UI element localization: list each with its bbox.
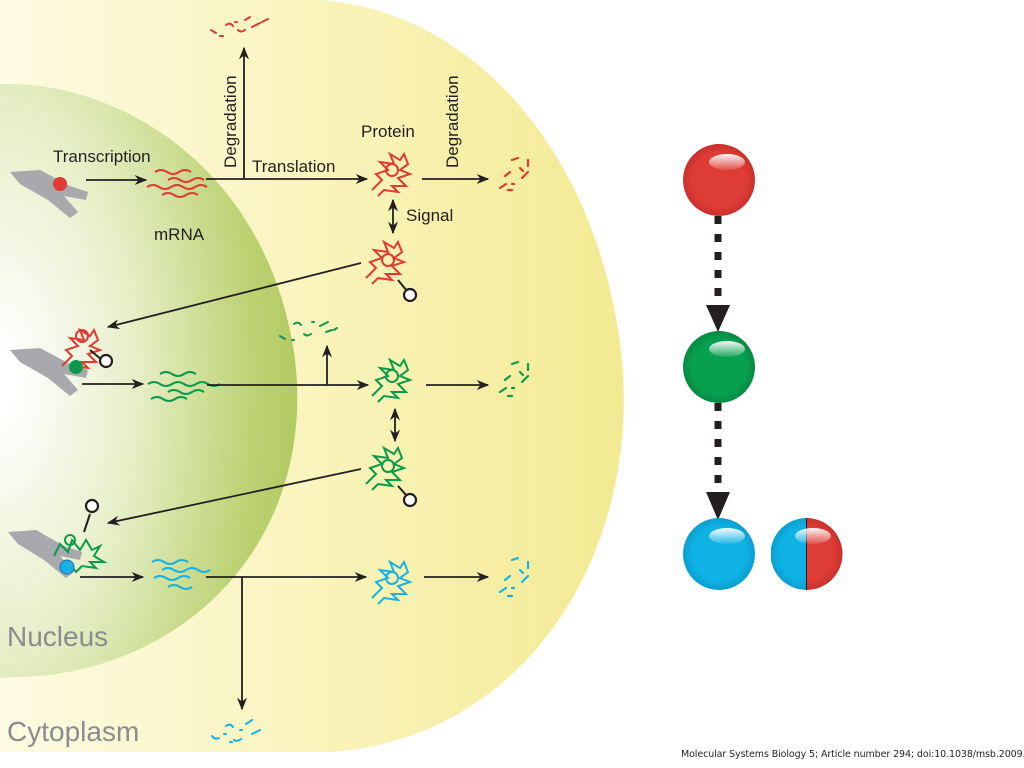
protein-red xyxy=(371,151,413,197)
edge-red-to-green xyxy=(706,216,730,332)
node-green xyxy=(683,331,755,403)
citation: Molecular Systems Biology 5; Article num… xyxy=(681,749,1024,760)
edge-green-to-blue xyxy=(706,403,730,520)
gene-locus-green xyxy=(69,360,83,374)
mrna-blue xyxy=(151,559,211,590)
degraded-protein-green xyxy=(498,360,530,398)
cytoplasm-label: Cytoplasm xyxy=(7,716,139,747)
node-red xyxy=(683,144,755,216)
transcription-label: Transcription xyxy=(53,147,151,166)
gene-locus-red xyxy=(53,177,67,191)
signaled-protein-green xyxy=(365,445,418,508)
bound-protein-red xyxy=(61,327,114,370)
mrna-green xyxy=(147,371,221,402)
chromosome-red-gene xyxy=(10,170,88,218)
protein-label: Protein xyxy=(361,122,415,141)
degraded-mrna-blue xyxy=(211,719,261,743)
gene-locus-blue xyxy=(59,559,75,575)
node-highlight xyxy=(709,154,745,170)
mrna-red xyxy=(146,169,208,198)
degraded-mrna-green xyxy=(279,321,338,341)
degraded-mrna-red xyxy=(210,16,269,37)
degraded-protein-red xyxy=(498,156,530,192)
bound-protein-green xyxy=(53,498,108,574)
tier-red: Transcription mRNA Degradation Translati… xyxy=(10,16,530,330)
signal-modification-icon xyxy=(402,287,418,303)
mrna-label: mRNA xyxy=(154,225,205,244)
tier-green xyxy=(10,321,530,526)
nuclear-import-arrow-red xyxy=(106,262,362,330)
nuclear-import-arrow-green xyxy=(106,468,362,526)
network-legend xyxy=(683,144,843,590)
node-blue xyxy=(683,518,755,590)
node-blue-red-split xyxy=(771,518,843,590)
degraded-protein-blue xyxy=(498,556,530,598)
translation-label: Translation xyxy=(252,157,335,176)
protein-blue xyxy=(371,559,413,605)
chromosome-green-gene xyxy=(10,348,88,396)
nucleus-label: Nucleus xyxy=(7,621,108,652)
nucleus-region xyxy=(0,83,298,679)
degradation-label-mrna: Degradation xyxy=(221,75,240,168)
protein-green xyxy=(371,357,413,403)
signal-label: Signal xyxy=(406,206,453,225)
tier-blue xyxy=(8,498,530,743)
degradation-label-protein: Degradation xyxy=(443,75,462,168)
signaled-protein-red xyxy=(365,239,418,303)
